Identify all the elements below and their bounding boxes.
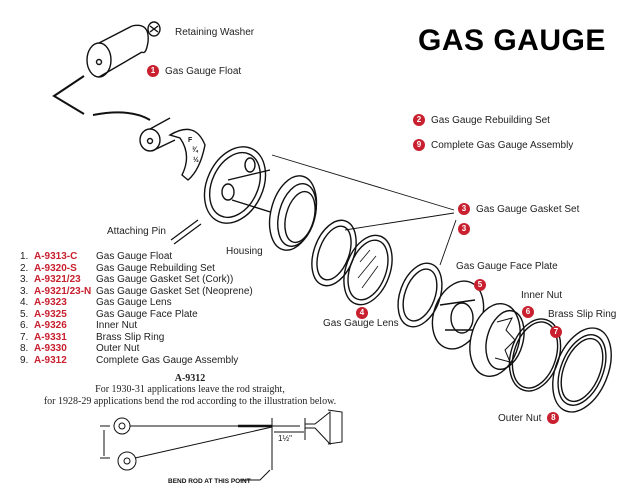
part-desc: Gas Gauge Face Plate [96,308,198,320]
part-num: 4. [20,297,29,308]
gauge-mark-f: F [188,137,193,144]
part-num: 9. [20,354,29,366]
parts-list: 1. A-9313-C Gas Gauge Float 2. A-9320-S Gas … [20,251,253,366]
part-num: 7. [20,331,29,343]
part-desc: Brass Slip Ring [96,331,165,343]
inner-nut-drawing [469,303,525,377]
part-desc: Gas Gauge Float [96,251,173,262]
label-lens: Gas Gauge Lens [323,318,399,329]
part-num: 5. [20,308,29,320]
parts-list-row: 1. A-9313-C Gas Gauge Float [20,251,253,263]
note-heading: A-9312 [174,373,206,384]
parts-list-row: 4. A-9323 Gas Gauge Lens [20,297,253,309]
part-desc: Gas Gauge Gasket Set (Cork)) [96,274,234,285]
part-code: A-9330 [34,343,67,354]
float-arm-drawing [139,117,206,181]
part-code: A-9325 [34,308,67,320]
badge-8: 8 [547,412,560,424]
part-code: A-9312 [34,354,67,366]
gauge-mark-3-4: ¾ [192,146,199,154]
page-title: GAS GAUGE [418,24,606,57]
outer-nut-drawing [552,327,612,413]
gasket-2-drawing [397,262,443,328]
label-gasket-set: Gas Gauge Gasket Set [476,203,580,215]
parts-list-row: 2. A-9320-S Gas Gauge Rebuilding Set [20,263,253,275]
rod-bend-illustration [100,409,343,481]
callout-gasket-set-2: 3 [458,218,470,236]
label-float: Gas Gauge Float [165,65,242,77]
badge-9: 9 [413,139,425,151]
callout-outer-nut: Outer Nut 8 [498,412,560,424]
badge-3: 3 [458,203,470,215]
callout-inner-nut: 6 [522,301,534,319]
part-num: 3. [20,285,29,297]
callout-gasket-set: 3 Gas Gauge Gasket Set [458,203,579,215]
label-complete-assembly: Complete Gas Gauge Assembly [431,139,574,151]
badge-1: 1 [147,65,159,77]
label-attaching-pin: Attaching Pin [107,226,166,237]
retaining-washer-drawing [147,21,161,37]
note-line-1: For 1930-31 applications leave the rod s… [95,384,285,395]
callout-lens: 4 [356,302,368,320]
badge-7: 7 [550,326,562,338]
part-code: A-9321/23-N [34,285,92,297]
part-code: A-9326 [34,320,67,331]
part-code: A-9321/23 [34,274,81,285]
callout-face-plate: 5 [474,274,486,292]
rod-dimension-label: 1½" [278,434,292,443]
label-rebuilding-set: Gas Gauge Rebuilding Set [431,114,550,126]
part-desc: Gas Gauge Gasket Set (Neoprene) [96,285,253,297]
callout-float: 1 Gas Gauge Float [147,65,241,77]
note-line-2: for 1928-29 applications bend the rod ac… [43,396,337,407]
attaching-pin-drawing [170,219,202,245]
gauge-mark-1-2: ½ [193,156,199,164]
label-face-plate: Gas Gauge Face Plate [456,261,558,272]
part-desc: Gas Gauge Lens [96,297,172,308]
part-code: A-9313-C [34,251,78,262]
parts-list-row: 3. A-9321/23-N Gas Gauge Gasket Set (Neopr… [20,286,253,298]
parts-list-row: 8. A-9330 Outer Nut [20,343,253,355]
label-inner-nut: Inner Nut [521,290,563,301]
parts-list-row: 6. A-9326 Inner Nut [20,320,253,332]
part-code: A-9323 [34,297,67,308]
brass-slip-ring-drawing [508,318,562,392]
part-desc: Outer Nut [96,343,140,354]
label-outer-nut: Outer Nut [498,412,542,424]
label-housing: Housing [226,246,263,257]
gasket-leader-lines [271,154,457,266]
parts-list-row: 3. A-9321/23 Gas Gauge Gasket Set (Cork)) [20,274,253,286]
housing-drawing [203,146,318,251]
badge-3b: 3 [458,223,470,235]
callout-complete-assembly: 9 Complete Gas Gauge Assembly [413,139,573,151]
label-brass-slip-ring: Brass Slip Ring [548,309,617,320]
badge-5: 5 [474,279,486,291]
badge-6: 6 [522,306,534,318]
part-num: 3. [20,274,29,285]
part-desc: Inner Nut [96,320,138,331]
part-num: 8. [20,343,29,354]
part-num: 1. [20,251,29,262]
part-code: A-9320-S [34,262,77,274]
part-desc: Complete Gas Gauge Assembly [96,354,239,366]
float-drawing [86,24,149,78]
part-code: A-9331 [34,331,67,343]
part-num: 2. [20,262,29,274]
float-rod [52,75,151,121]
bend-rod-label: BEND ROD AT THIS POINT [168,478,251,485]
lens-drawing [343,234,393,306]
badge-4: 4 [356,307,368,319]
callout-brass-slip-ring: 7 [550,321,562,339]
parts-list-row: 5. A-9325 Gas Gauge Face Plate [20,309,253,321]
part-desc: Gas Gauge Rebuilding Set [96,262,215,274]
badge-2: 2 [413,114,425,126]
part-num: 6. [20,320,29,331]
parts-list-row: 7. A-9331 Brass Slip Ring [20,332,253,344]
callout-rebuilding-set: 2 Gas Gauge Rebuilding Set [413,114,550,126]
label-retaining-washer: Retaining Washer [175,27,255,38]
parts-list-row: 9. A-9312 Complete Gas Gauge Assembly [20,355,253,367]
